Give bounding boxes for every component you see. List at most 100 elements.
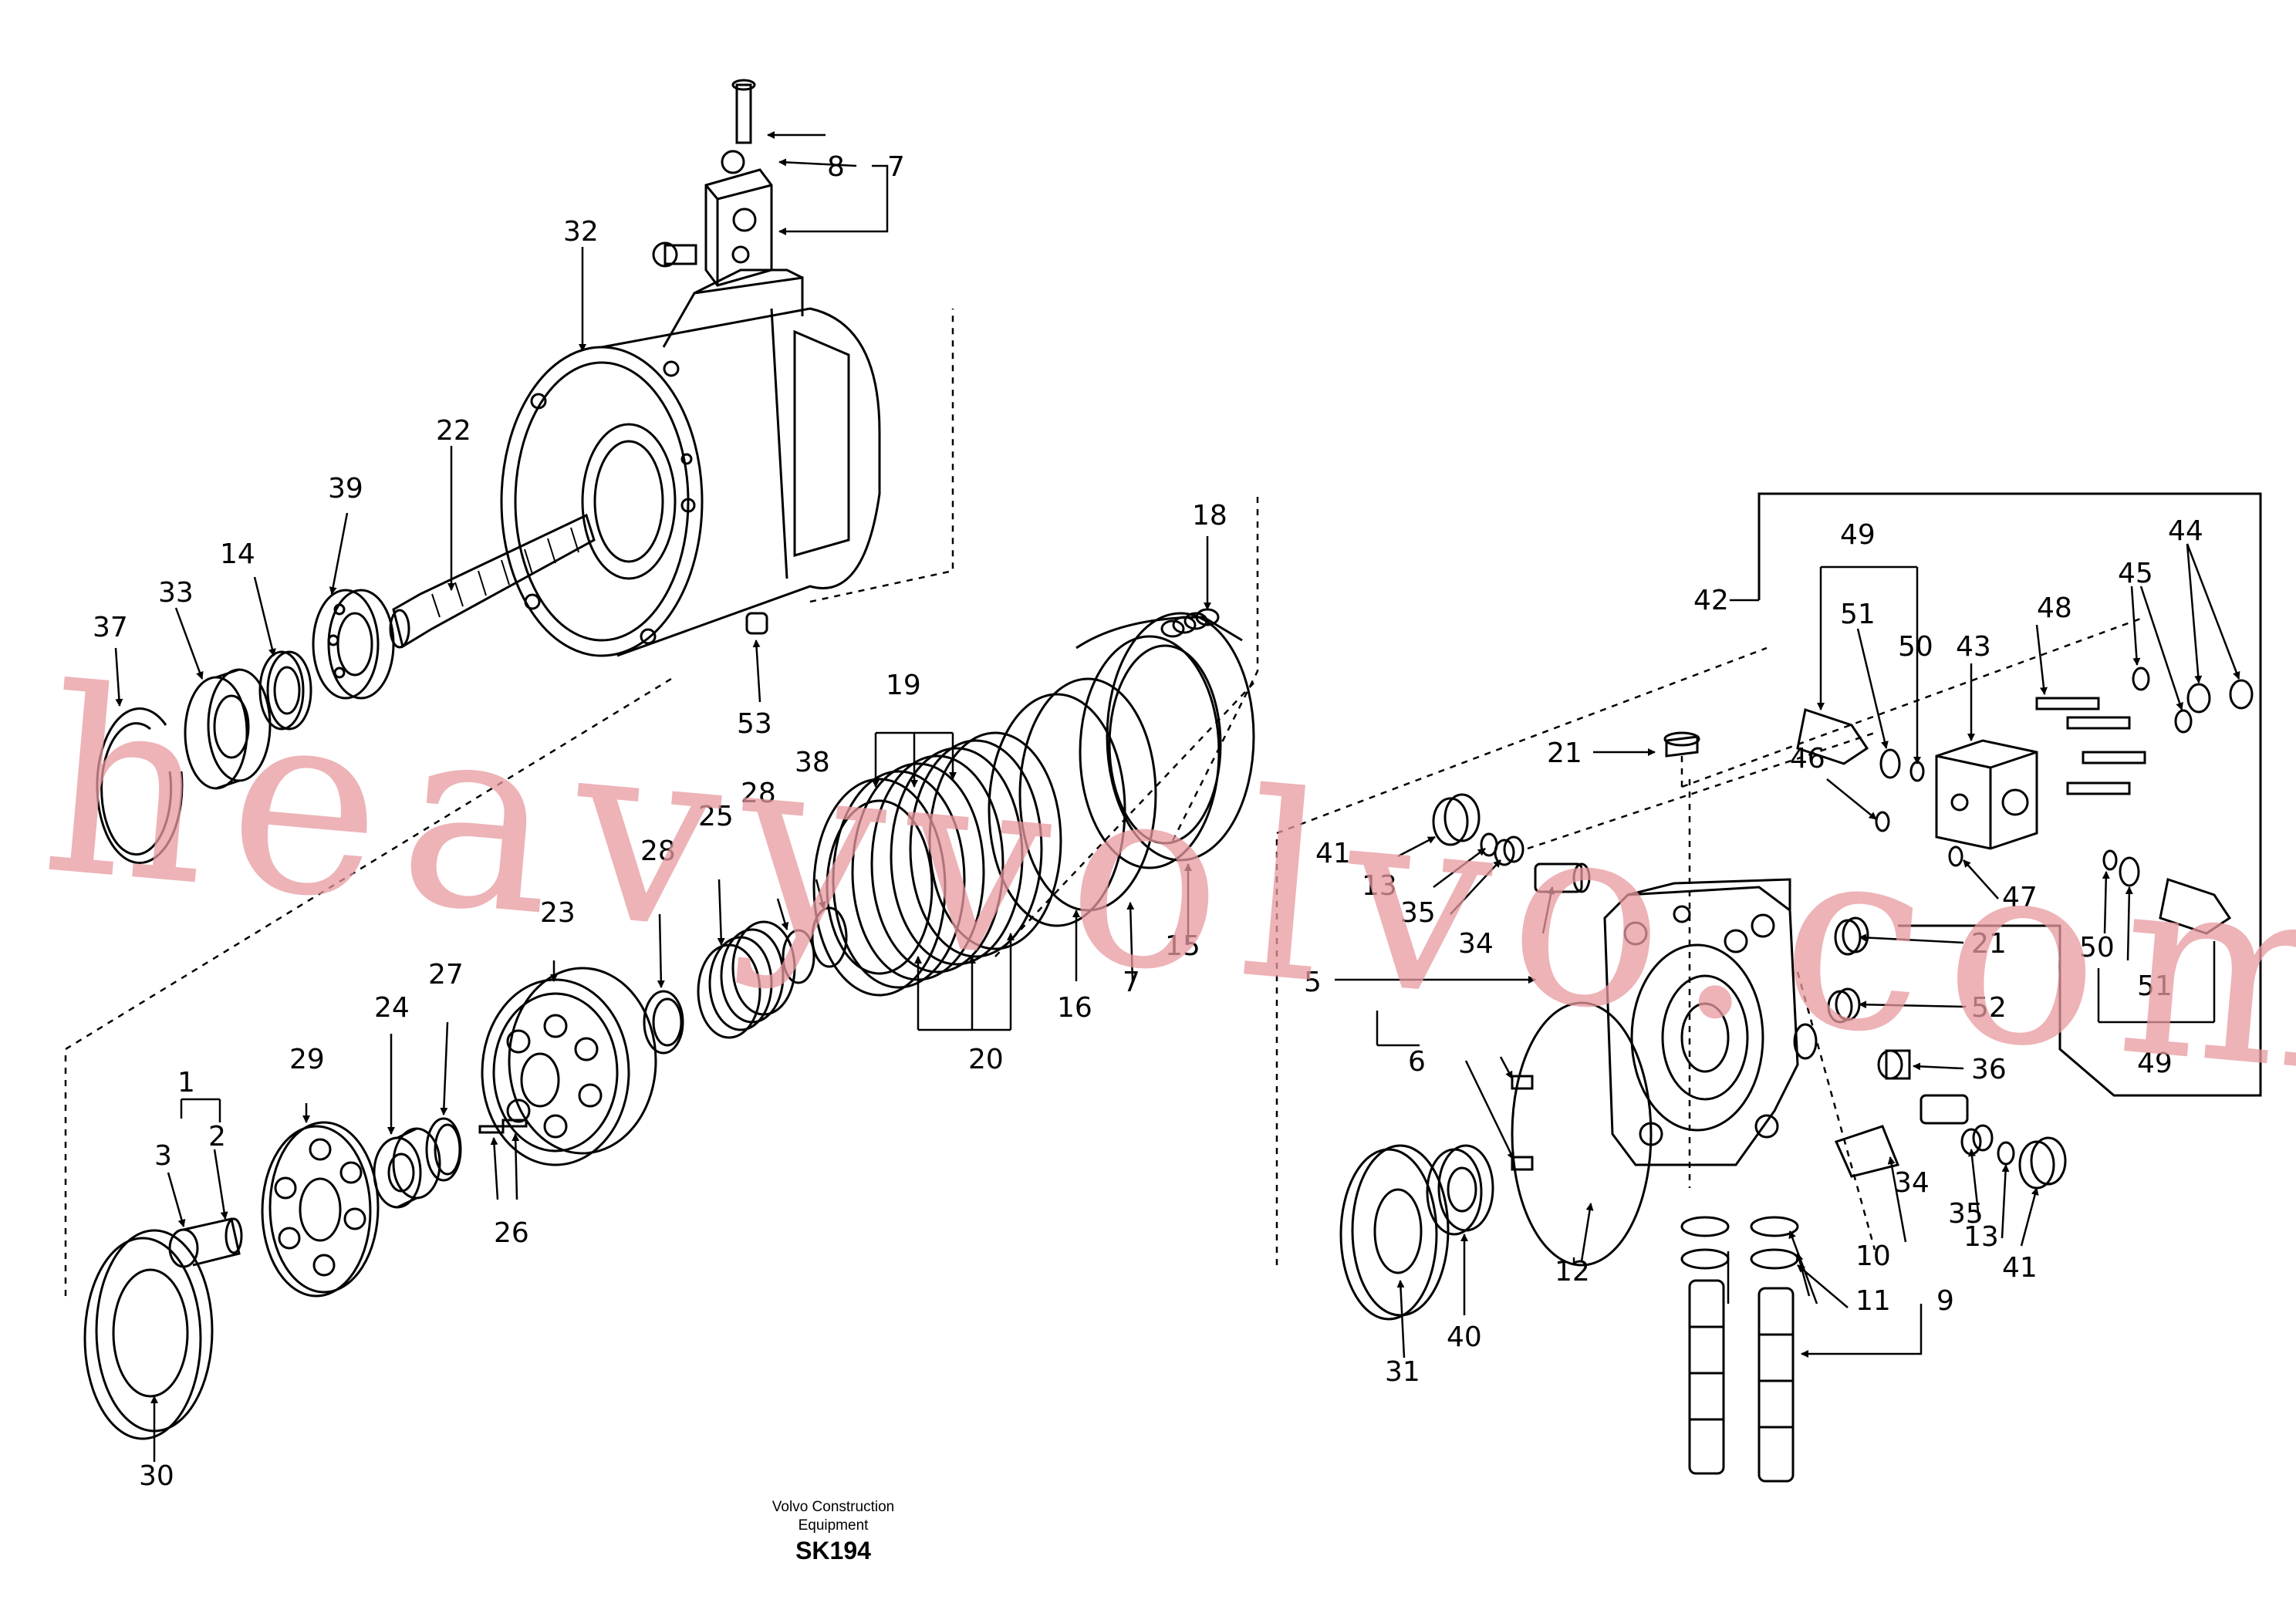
plug-53	[745, 612, 768, 635]
label-12: 12	[1555, 1256, 1590, 1288]
label-5: 5	[1304, 967, 1322, 998]
label-13a: 13	[1362, 870, 1397, 902]
leader-lines	[114, 131, 2240, 1462]
label-50b: 50	[2079, 932, 2115, 964]
label-40: 40	[1447, 1321, 1482, 1353]
label-11: 11	[1855, 1285, 1891, 1317]
label-53: 53	[737, 708, 772, 740]
friction-plates-19-20	[812, 731, 1062, 997]
cylinder-block-23	[481, 967, 657, 1166]
label-35b: 35	[1948, 1198, 1984, 1230]
plug-36	[1877, 1049, 1911, 1080]
label-30: 30	[139, 1460, 174, 1492]
label-52: 52	[1971, 992, 2007, 1024]
label-36: 36	[1971, 1054, 2007, 1085]
label-19: 19	[886, 670, 921, 701]
assembly-dashed-lines	[64, 309, 2146, 1296]
snap-ring-37	[96, 707, 184, 865]
label-25: 25	[698, 801, 734, 832]
shoe-plate-29	[261, 1121, 380, 1298]
label-51a: 51	[1840, 599, 1876, 630]
label-28b: 28	[640, 835, 676, 867]
relief-valve-left	[1432, 793, 1591, 893]
label-41a: 41	[1315, 838, 1351, 869]
label-29: 29	[289, 1044, 325, 1075]
drawing-code: SK194	[795, 1537, 871, 1564]
label-20: 20	[968, 1044, 1004, 1075]
label-42: 42	[1693, 585, 1729, 616]
label-15: 15	[1165, 930, 1200, 962]
label-21a: 21	[1547, 737, 1582, 769]
part-number-labels: 1 2 3 5 6 7 8 9 10 11 12 13 13 14 15 16 …	[93, 151, 2203, 1492]
label-46: 46	[1790, 743, 1825, 775]
label-23: 23	[540, 897, 576, 929]
label-34b: 34	[1894, 1167, 1930, 1199]
spool-valves-9	[1680, 1216, 1799, 1483]
label-28a: 28	[741, 778, 776, 809]
valve-plate-31	[1339, 1144, 1450, 1321]
oil-seal-14	[258, 650, 312, 731]
label-35a: 35	[1400, 897, 1436, 929]
brake-piston-15	[1075, 612, 1255, 869]
rear-housing-5	[1603, 878, 1818, 1166]
label-14: 14	[220, 538, 255, 570]
label-39: 39	[328, 473, 363, 505]
company-line-2: Equipment	[798, 1517, 869, 1534]
plugs-21	[1663, 731, 1869, 956]
label-50a: 50	[1898, 631, 1933, 663]
label-2: 2	[208, 1121, 226, 1153]
label-26: 26	[494, 1217, 529, 1249]
bearing-39	[312, 589, 395, 700]
label-7: 7	[887, 151, 905, 183]
label-45: 45	[2118, 558, 2153, 589]
ring-27	[425, 1117, 462, 1182]
label-8: 8	[827, 151, 845, 183]
pins-26	[478, 1119, 528, 1134]
label-21b: 21	[1971, 928, 2007, 960]
label-38: 38	[795, 747, 830, 778]
label-9: 9	[1936, 1285, 1954, 1317]
valve-block-assembly-7	[652, 79, 773, 287]
retainer-24	[373, 1127, 441, 1209]
label-48: 48	[2037, 592, 2072, 624]
label-51b: 51	[2137, 970, 2173, 1002]
label-43: 43	[1956, 631, 1991, 663]
plug-52	[1827, 987, 1861, 1024]
label-13b: 13	[1963, 1221, 1999, 1253]
company-line-1: Volvo Construction	[772, 1499, 895, 1515]
motor-housing-32	[500, 268, 881, 657]
label-49b: 49	[2137, 1048, 2173, 1079]
label-27: 27	[428, 959, 464, 991]
label-37: 37	[93, 612, 128, 643]
label-6: 6	[1408, 1046, 1426, 1078]
label-47: 47	[2002, 882, 2038, 913]
label-34a: 34	[1458, 928, 1494, 960]
label-24: 24	[374, 992, 410, 1024]
label-44: 44	[2168, 515, 2203, 547]
label-31: 31	[1385, 1356, 1420, 1388]
label-22: 22	[436, 415, 471, 447]
pins-6	[1511, 1075, 1534, 1171]
label-3: 3	[154, 1140, 172, 1172]
label-49a: 49	[1840, 519, 1876, 551]
label-1: 1	[177, 1067, 195, 1099]
label-16: 16	[1057, 992, 1092, 1024]
o-ring-38	[811, 906, 848, 968]
collar-33	[184, 668, 272, 790]
label-33: 33	[158, 577, 194, 609]
spring-25	[697, 920, 796, 1039]
o-ring-12	[1511, 1001, 1653, 1267]
bearing-40	[1426, 1144, 1494, 1236]
relief-valve-right	[1834, 1094, 2067, 1190]
valve-kit-box-42	[1757, 492, 2262, 1097]
label-32: 32	[563, 216, 599, 248]
label-18: 18	[1192, 500, 1227, 532]
footer-company: Volvo Construction Equipment	[741, 1498, 926, 1535]
label-7b: 7	[1123, 967, 1140, 998]
label-41b: 41	[2002, 1252, 2038, 1284]
drive-shaft-22	[389, 513, 596, 649]
o-rings-16-17	[988, 677, 1157, 927]
rings-28	[643, 929, 815, 1055]
label-10: 10	[1855, 1240, 1891, 1272]
